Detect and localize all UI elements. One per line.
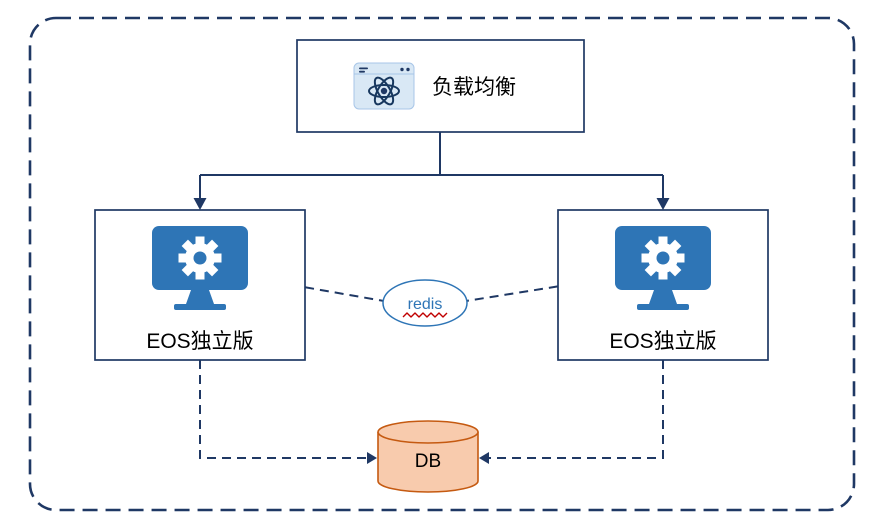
node-eos-right: EOS独立版: [557, 209, 769, 361]
node-eos-left: EOS独立版: [94, 209, 306, 361]
edge-eos-right-to-db: [479, 360, 664, 464]
eos-left-label: EOS独立版: [146, 330, 253, 353]
eos-right-label: EOS独立版: [609, 330, 716, 353]
arrowhead-to-db-right: [479, 452, 489, 464]
boundary-dashed-border: [28, 16, 856, 512]
db-cylinder-top: [377, 420, 479, 444]
arrowhead-to-eos-right: [656, 198, 670, 210]
node-load-balancer: 负载均衡: [296, 39, 585, 133]
redis-label: redis: [408, 296, 443, 313]
arrowhead-to-db-left: [367, 452, 377, 464]
atom-icon: [368, 76, 400, 106]
db-label: DB: [415, 451, 441, 472]
arrowhead-to-eos-left: [193, 198, 207, 210]
db-cylinder-body: [377, 432, 479, 493]
node-db: DB: [377, 420, 479, 493]
load-balancer-label: 负载均衡: [432, 76, 516, 99]
node-redis: redis: [382, 279, 468, 327]
app-window-atom-icon: [353, 62, 415, 110]
edge-eos-left-to-db: [199, 360, 377, 464]
redis-squiggle-underline: [402, 312, 448, 318]
edge-eos-right-to-redis: [465, 276, 618, 302]
edge-load-balancer-fanout: [193, 132, 670, 210]
